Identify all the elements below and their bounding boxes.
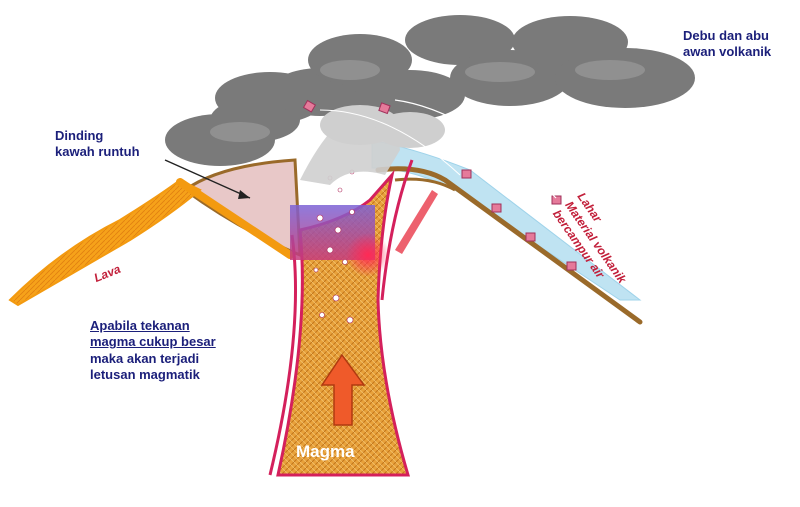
- ash-cloud-label: Debu dan abu awan volkanik: [683, 28, 772, 60]
- magma-label: Magma: [296, 442, 355, 461]
- crater-wall-label: Dinding kawah runtuh: [55, 128, 140, 160]
- ash-cloud: [165, 15, 695, 166]
- lava-flow: [8, 178, 202, 307]
- pointer-arrow-icon: [164, 159, 251, 199]
- volcanic-bombs: [302, 99, 577, 271]
- eruption-note: Apabila tekanan magma cukup besar maka a…: [90, 318, 216, 382]
- upward-arrow-icon: [320, 353, 366, 426]
- crater-wall: [182, 158, 302, 258]
